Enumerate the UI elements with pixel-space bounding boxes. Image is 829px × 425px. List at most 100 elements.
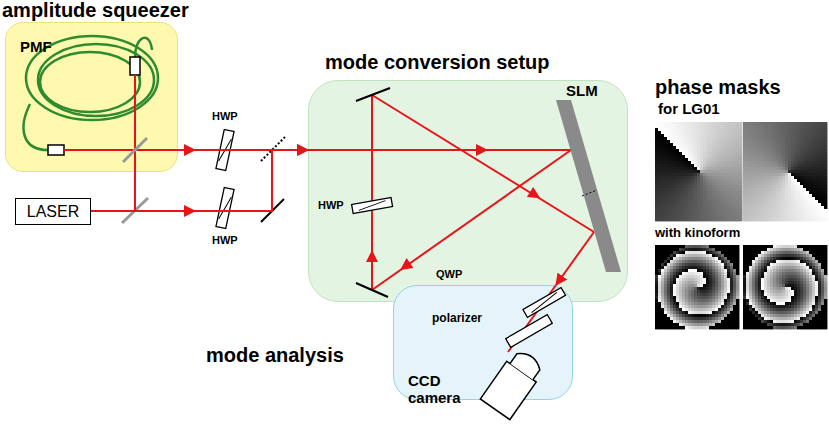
illustration-rect <box>700 134 703 137</box>
illustration-rect <box>703 245 706 248</box>
illustration-rect <box>794 203 797 206</box>
illustration-rect <box>658 131 661 134</box>
illustration-rect <box>676 128 679 131</box>
illustration-rect <box>721 122 724 125</box>
illustration-rect <box>812 158 815 161</box>
illustration-rect <box>779 185 782 188</box>
illustration-rect <box>764 164 767 167</box>
illustration-rect <box>664 143 667 146</box>
illustration-rect <box>730 176 733 179</box>
illustration-rect <box>803 143 806 146</box>
illustration-rect <box>791 170 794 173</box>
illustration-rect <box>752 122 755 125</box>
illustration-rect <box>794 215 797 218</box>
illustration-rect <box>727 122 730 125</box>
illustration-rect <box>718 134 721 137</box>
illustration-rect <box>733 167 736 170</box>
illustration-rect <box>721 185 724 188</box>
illustration-rect <box>733 137 736 140</box>
illustration-rect <box>670 188 673 191</box>
illustration-rect <box>761 146 764 149</box>
illustration-rect <box>818 200 821 203</box>
illustration-rect <box>764 143 767 146</box>
illustration-rect <box>727 182 730 185</box>
illustration-rect <box>812 143 815 146</box>
illustration-rect <box>661 143 664 146</box>
illustration-rect <box>755 155 758 158</box>
illustration-rect <box>788 170 791 173</box>
illustration-rect <box>655 245 658 248</box>
illustration-rect <box>685 128 688 131</box>
illustration-rect <box>730 245 733 248</box>
illustration-rect <box>749 170 752 173</box>
illustration-rect <box>770 197 773 200</box>
illustration-rect <box>743 215 746 218</box>
illustration-rect <box>767 212 770 215</box>
illustration-rect <box>806 167 809 170</box>
illustration-rect <box>746 167 749 170</box>
illustration-rect <box>794 155 797 158</box>
illustration-rect <box>755 140 758 143</box>
illustration-rect <box>676 149 679 152</box>
illustration-rect <box>761 200 764 203</box>
illustration-rect <box>712 140 715 143</box>
illustration-rect <box>739 185 742 188</box>
illustration-rect <box>685 149 688 152</box>
illustration-rect <box>661 182 664 185</box>
illustration-rect <box>770 128 773 131</box>
illustration-rect <box>685 179 688 182</box>
illustration-rect <box>764 182 767 185</box>
illustration-rect <box>730 215 733 218</box>
fiber-collimator <box>48 145 64 155</box>
illustration-rect <box>655 191 658 194</box>
illustration-rect <box>785 155 788 158</box>
illustration-rect <box>715 245 718 248</box>
illustration-line <box>372 150 571 290</box>
illustration-rect <box>767 137 770 140</box>
illustration-rect <box>709 176 712 179</box>
illustration-rect <box>703 140 706 143</box>
illustration-rect <box>709 197 712 200</box>
beam-arrow <box>184 144 543 275</box>
illustration-rect <box>703 173 706 176</box>
illustration-rect <box>788 164 791 167</box>
illustration-rect <box>673 134 676 137</box>
illustration-rect <box>773 215 776 218</box>
illustration-rect <box>733 134 736 137</box>
illustration-rect <box>706 206 709 209</box>
illustration-rect <box>749 125 752 128</box>
illustration-rect <box>761 185 764 188</box>
illustration-rect <box>743 185 746 188</box>
illustration-rect <box>676 209 679 212</box>
illustration-rect <box>743 176 746 179</box>
illustration-rect <box>794 146 797 149</box>
illustration-rect <box>673 248 676 251</box>
illustration-rect <box>685 248 688 251</box>
illustration-rect <box>736 218 739 221</box>
illustration-rect <box>694 185 697 188</box>
illustration-rect <box>703 122 706 125</box>
illustration-rect <box>712 248 715 251</box>
illustration-rect <box>730 167 733 170</box>
illustration-rect <box>767 182 770 185</box>
illustration-rect <box>691 140 694 143</box>
illustration-rect <box>721 209 724 212</box>
illustration-rect <box>749 158 752 161</box>
illustration-rect <box>803 191 806 194</box>
illustration-rect <box>746 179 749 182</box>
illustration-rect <box>812 185 815 188</box>
illustration-rect <box>703 188 706 191</box>
illustration-rect <box>712 131 715 134</box>
illustration-rect <box>679 134 682 137</box>
illustration-rect <box>658 188 661 191</box>
illustration-rect <box>694 188 697 191</box>
illustration-rect <box>776 146 779 149</box>
illustration-rect <box>703 134 706 137</box>
illustration-rect <box>691 206 694 209</box>
illustration-rect <box>667 182 670 185</box>
illustration-rect <box>746 122 749 125</box>
illustration-rect <box>667 173 670 176</box>
illustration-rect <box>685 200 688 203</box>
illustration-rect <box>803 209 806 212</box>
illustration-rect <box>706 194 709 197</box>
